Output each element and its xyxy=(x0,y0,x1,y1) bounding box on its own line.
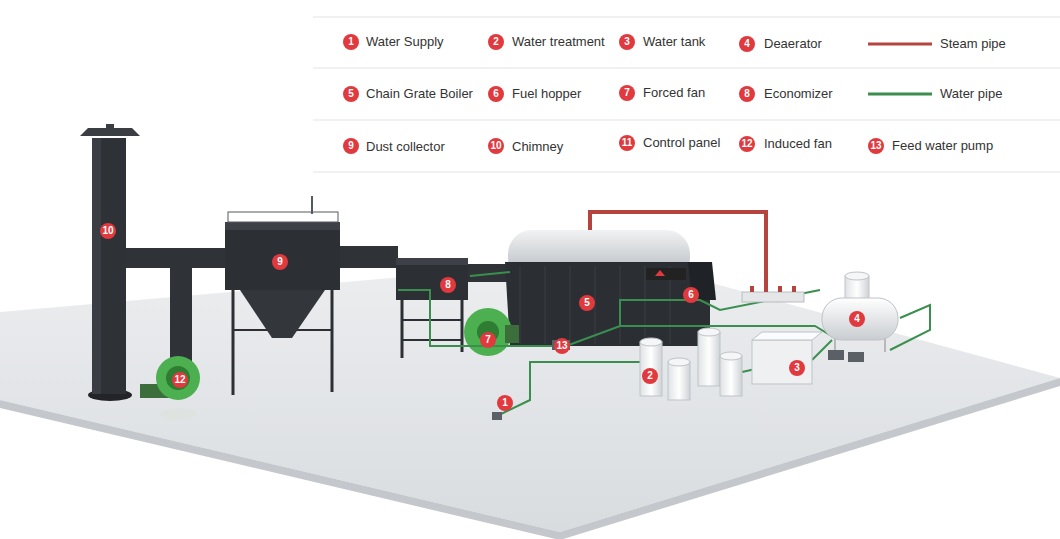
callout-number: 3 xyxy=(789,360,805,376)
legend-rules xyxy=(313,17,1060,172)
callout-number: 6 xyxy=(683,287,699,303)
callout-number: 4 xyxy=(849,311,865,327)
callout-number: 1 xyxy=(343,34,359,50)
legend-text: Deaerator xyxy=(764,36,822,52)
dust-collector xyxy=(225,196,340,395)
callout-number: 9 xyxy=(272,254,288,270)
callout-number: 8 xyxy=(739,86,755,102)
legend-text: Water Supply xyxy=(366,34,444,50)
callout-number: 1 xyxy=(497,395,513,411)
water-tank xyxy=(752,332,822,384)
callout-number: 12 xyxy=(172,372,188,388)
callout-number: 2 xyxy=(488,34,504,50)
callout-number: 6 xyxy=(488,86,504,102)
callout-number: 7 xyxy=(619,85,635,101)
callout-number: 5 xyxy=(343,86,359,102)
legend-text: Feed water pump xyxy=(892,138,993,154)
legend-text: Steam pipe xyxy=(940,36,1006,52)
steam-line-sample xyxy=(868,43,932,46)
callout-number: 10 xyxy=(100,223,116,239)
callout-number: 13 xyxy=(554,338,570,354)
legend-text: Water tank xyxy=(643,34,705,50)
water-supply xyxy=(492,412,502,420)
callout-number: 13 xyxy=(868,138,884,154)
legend-text: Forced fan xyxy=(643,85,705,101)
legend-text: Induced fan xyxy=(764,136,832,152)
water-line-sample xyxy=(868,93,932,96)
water-treatment xyxy=(640,328,742,400)
deaerator xyxy=(822,272,898,356)
floor xyxy=(0,258,1060,539)
induced-fan xyxy=(140,356,200,420)
callout-number: 2 xyxy=(642,368,658,384)
legend-text: Water treatment xyxy=(512,34,605,50)
water-pipes xyxy=(398,272,930,416)
callout-number: 7 xyxy=(480,332,496,348)
callout-number: 3 xyxy=(619,34,635,50)
legend-text: Economizer xyxy=(764,86,833,102)
legend-text: Control panel xyxy=(643,135,720,151)
forced-fan xyxy=(464,308,519,356)
legend-text: Dust collector xyxy=(366,139,445,155)
legend-text: Fuel hopper xyxy=(512,86,581,102)
legend-text: Chain Grate Boiler xyxy=(366,86,473,102)
steam-pipe xyxy=(590,212,766,292)
callout-number: 4 xyxy=(739,36,755,52)
callout-number: 9 xyxy=(343,138,359,154)
callout-number: 5 xyxy=(579,295,595,311)
callout-number: 8 xyxy=(440,277,456,293)
steam-header xyxy=(742,286,804,302)
callout-number: 12 xyxy=(739,136,755,152)
feed-water-pump xyxy=(552,340,864,362)
callout-number: 11 xyxy=(619,135,635,151)
legend-text: Chimney xyxy=(512,139,563,155)
legend-text: Water pipe xyxy=(940,86,1002,102)
callout-number: 10 xyxy=(488,138,504,154)
economizer xyxy=(396,258,468,358)
